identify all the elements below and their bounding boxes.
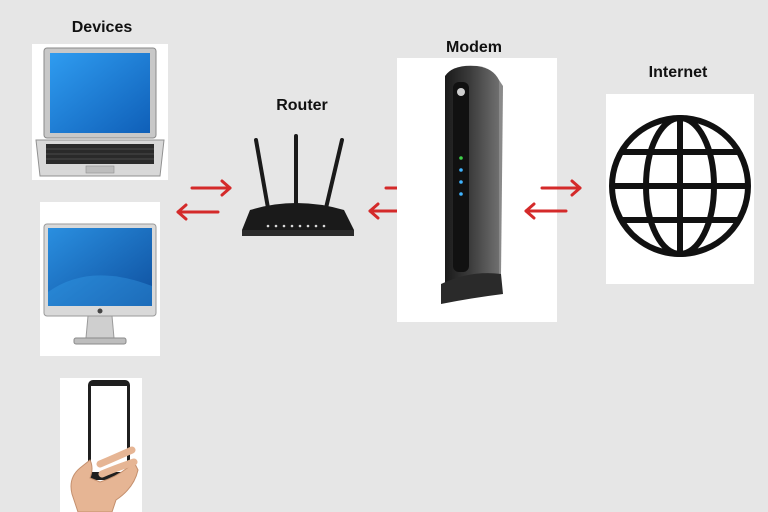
bidirectional-arrow-icon	[524, 179, 582, 220]
devices-label: Devices	[71, 19, 133, 36]
bidirectional-arrow-icon	[176, 179, 232, 221]
smartphone-card	[60, 378, 142, 512]
wifi-router-icon	[242, 134, 354, 236]
internet-card	[606, 94, 754, 284]
cable-modem-icon	[441, 65, 503, 304]
laptop-card	[32, 44, 168, 180]
internet-label: Internet	[648, 64, 708, 81]
desktop-card	[40, 202, 160, 356]
globe-icon	[609, 115, 751, 257]
desktop-monitor-icon	[43, 223, 157, 345]
router-label: Router	[276, 97, 328, 114]
modem-card	[397, 58, 557, 322]
modem-label: Modem	[446, 39, 502, 56]
smartphone-in-hand-icon	[70, 380, 139, 512]
laptop-icon	[35, 47, 165, 177]
